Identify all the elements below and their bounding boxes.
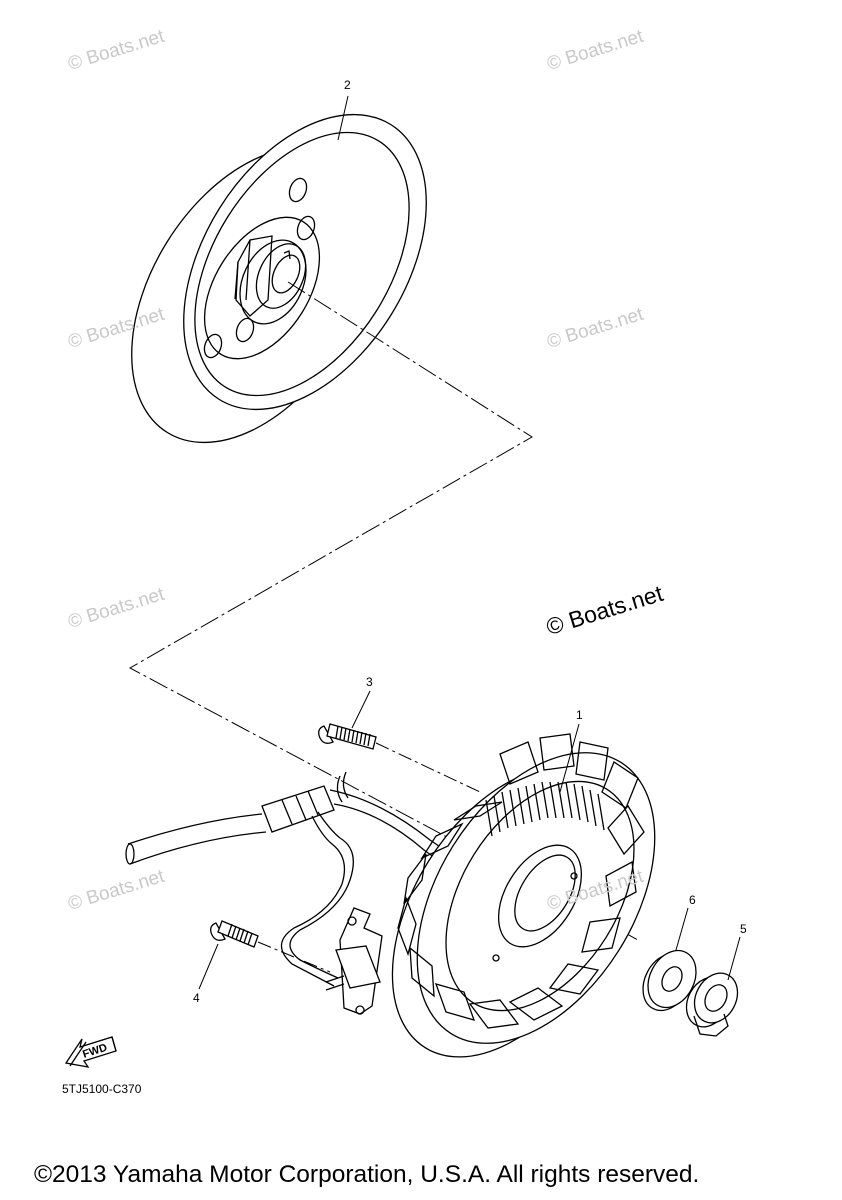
copyright-notice: ©2013 Yamaha Motor Corporation, U.S.A. A… xyxy=(34,1161,700,1188)
callout-4: 4 xyxy=(193,991,200,1005)
callout-2: 2 xyxy=(344,78,351,92)
callout-1: 1 xyxy=(576,708,583,722)
pickup-coil-part xyxy=(325,907,383,1015)
washer-part xyxy=(642,949,697,1012)
screw-bottom-part xyxy=(210,920,331,973)
callout-5: 5 xyxy=(740,922,747,936)
fwd-arrow-icon xyxy=(64,1036,117,1068)
screw-top-part xyxy=(318,723,481,793)
leader-lines xyxy=(198,95,741,990)
diagram-code: 5TJ5100-C370 xyxy=(62,1082,142,1096)
callout-6: 6 xyxy=(689,893,696,907)
callout-3: 3 xyxy=(366,675,373,689)
wire-harness xyxy=(125,771,481,987)
stator-part xyxy=(391,733,656,1058)
nut-part xyxy=(685,972,739,1037)
